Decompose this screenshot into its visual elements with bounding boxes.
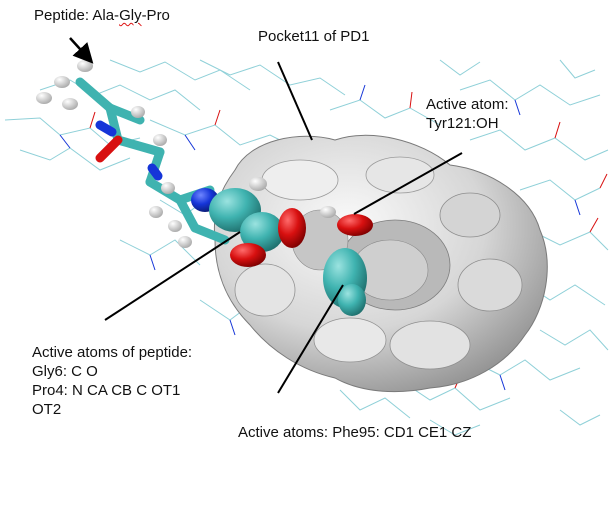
pocket-surface — [213, 134, 548, 393]
tyr121-oh-atom — [337, 214, 373, 236]
pointer-lines — [69, 37, 463, 394]
peptide-title-prefix: Peptide: Ala- — [34, 7, 120, 24]
peptide-atoms-line3: Pro4: N CA CB C OT1 — [32, 382, 181, 399]
peptide-model — [36, 60, 336, 267]
phe95-atoms — [323, 248, 367, 316]
peptide-atoms-line1: Active atoms of peptide: — [32, 344, 193, 361]
phe-atoms-label: Active atoms: Phe95: CD1 CE1 CZ — [238, 424, 472, 441]
peptide-title-label: Peptide: Ala-Gly-Pro — [34, 6, 170, 25]
pocket-label: Pocket11 of PD1 — [258, 28, 370, 45]
peptide-title-gly: Gly — [119, 7, 142, 24]
active-atom-line2: Tyr121:OH — [426, 115, 499, 132]
peptide-atoms-line2: Gly6: C O — [32, 363, 98, 380]
active-atom-line1: Active atom: — [426, 96, 509, 113]
peptide-title-suffix: -Pro — [141, 7, 170, 24]
active-atom-label: Active atom: Tyr121:OH — [426, 95, 509, 133]
peptide-atoms-line4: OT2 — [32, 401, 62, 418]
peptide-atoms-label: Active atoms of peptide: Gly6: C O Pro4:… — [32, 343, 192, 419]
